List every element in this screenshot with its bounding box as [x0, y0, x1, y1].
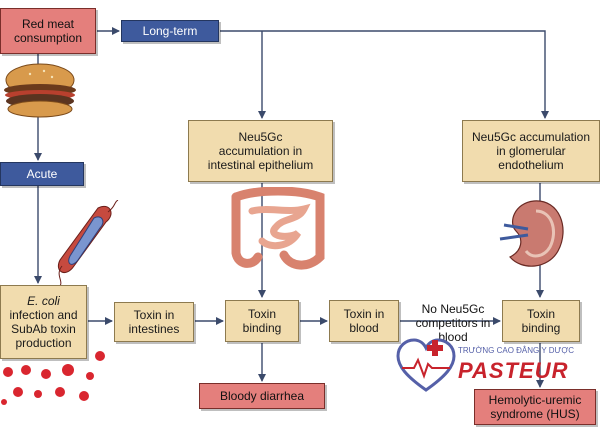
- neu5gc-glomerular-box: Neu5Gc accumulation in glomerular endoth…: [462, 120, 600, 182]
- hus-box: Hemolytic-uremic syndrome (HUS): [474, 389, 596, 425]
- watermark-logo: TRƯỜNG CAO ĐẲNG Y DƯỢC PASTEUR: [396, 338, 586, 398]
- heart-cross-icon: [396, 338, 456, 392]
- watermark-title: PASTEUR: [458, 358, 569, 383]
- kidney-illustration: [499, 200, 564, 267]
- burger-illustration: [4, 63, 76, 118]
- line-longterm-right: [220, 30, 549, 119]
- toxin-binding-1-box: Toxin binding: [225, 300, 299, 342]
- no-competitors-label: No Neu5Gc competitors in blood: [415, 302, 491, 344]
- watermark-subtitle: TRƯỜNG CAO ĐẲNG Y DƯỢC: [458, 346, 574, 355]
- ecoli-description-label: infection and SubAb toxin production: [9, 308, 78, 350]
- ecoli-species-label: E. coli: [27, 294, 60, 308]
- ecoli-box: E. coli infection and SubAb toxin produc…: [0, 285, 87, 359]
- bloody-diarrhea-box: Bloody diarrhea: [199, 383, 325, 409]
- toxin-intestines-box: Toxin in intestines: [114, 302, 194, 342]
- toxin-binding-2-box: Toxin binding: [502, 300, 580, 342]
- intestine-illustration: [231, 187, 325, 270]
- bacterium-illustration: [57, 200, 119, 289]
- long-term-box: Long-term: [121, 20, 219, 42]
- red-meat-box: Red meat consumption: [0, 8, 96, 54]
- toxin-blood-box: Toxin in blood: [329, 300, 399, 342]
- acute-box: Acute: [0, 162, 84, 186]
- neu5gc-intestinal-box: Neu5Gc accumulation in intestinal epithe…: [188, 120, 333, 182]
